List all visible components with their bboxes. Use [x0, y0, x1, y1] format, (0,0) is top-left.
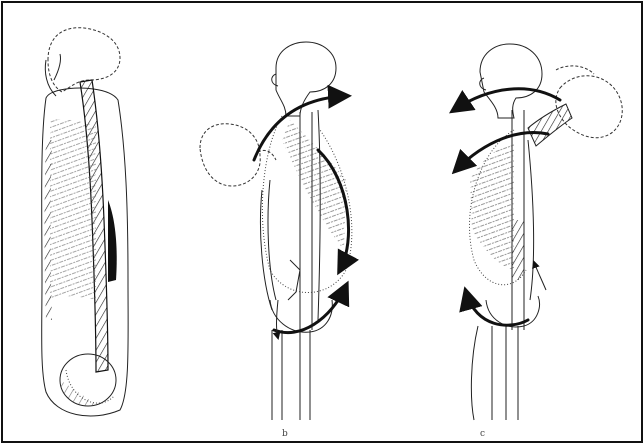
panel-b-head-flexed	[200, 124, 260, 186]
panel-a-figure	[42, 28, 128, 416]
panel-c-label: c	[480, 429, 485, 439]
panel-c-figure: c	[454, 44, 622, 439]
panel-b-figure: b	[200, 42, 352, 439]
panel-c-arrow-top	[454, 89, 560, 110]
panel-b-label: b	[282, 429, 288, 439]
panel-c-head-upright	[480, 44, 542, 118]
